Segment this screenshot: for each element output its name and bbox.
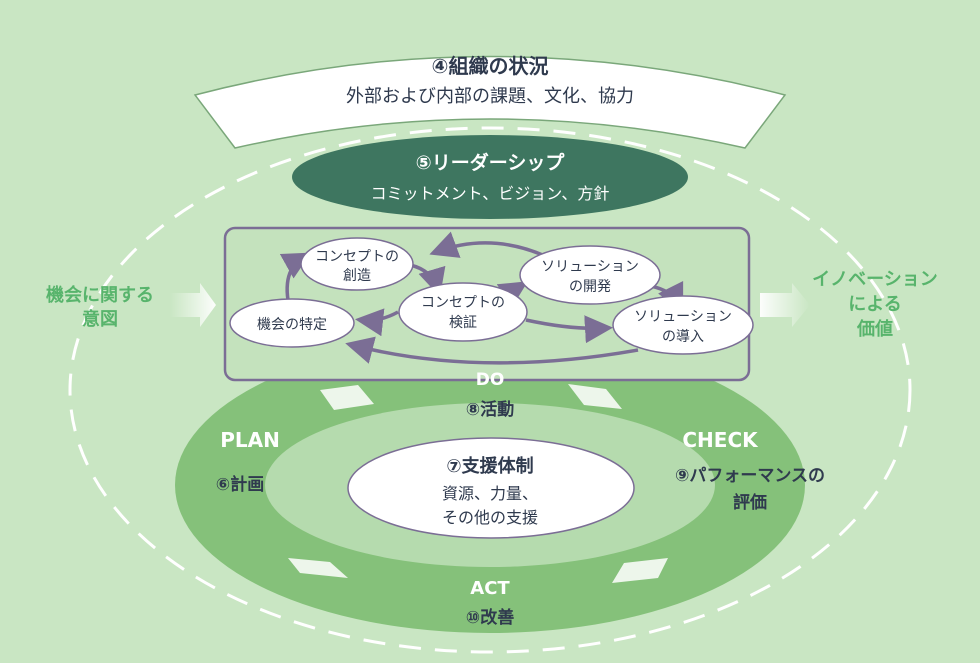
check-label: CHECK xyxy=(682,428,758,452)
flow-arrow-validate-to-identify xyxy=(355,308,399,337)
concept-creation-line1: コンセプトの xyxy=(315,249,399,265)
ring-arrow-top-left xyxy=(320,385,374,410)
org-context-subtitle: 外部および内部の課題、文化、協力 xyxy=(346,86,634,107)
concept-validation-line2: 検証 xyxy=(449,315,477,331)
concept-validation-line1: コンセプトの xyxy=(421,295,505,311)
flow-arrow-develop-to-create xyxy=(429,231,546,258)
process-opportunity-identification xyxy=(229,298,355,348)
ring-arrow-top-right xyxy=(568,384,622,409)
leadership-ellipse xyxy=(292,135,688,219)
opportunity-identification-label: 機会の特定 xyxy=(257,317,327,333)
solution-deployment-line1: ソリューション xyxy=(634,309,732,325)
leadership-subtitle: コミットメント、ビジョン、方針 xyxy=(370,184,610,203)
solution-deployment-line2: の導入 xyxy=(662,329,704,345)
plan-label: PLAN xyxy=(220,428,280,452)
intent-label-line2: 意図 xyxy=(82,309,118,330)
value-arrow xyxy=(760,283,810,327)
support-line1: 資源、力量、 xyxy=(441,484,538,503)
operation-label: ⑧活動 xyxy=(465,400,515,420)
flow-arrow-deploy-to-identify xyxy=(345,336,639,365)
process-concept-creation xyxy=(300,237,414,291)
support-title: ⑦支援体制 xyxy=(446,456,534,477)
performance-label-line1: ⑨パフォーマンスの xyxy=(674,466,826,486)
value-label-line1: イノベーション xyxy=(812,269,938,290)
process-concept-validation xyxy=(398,282,528,342)
support-line2: その他の支援 xyxy=(441,508,538,527)
solution-development-line2: の開発 xyxy=(569,279,611,295)
org-context-banner xyxy=(193,55,787,149)
do-label: DO xyxy=(475,370,505,390)
process-solution-deployment xyxy=(612,295,754,355)
support-ellipse xyxy=(347,437,635,539)
value-label-line3: 価値 xyxy=(857,319,893,340)
ring-arrow-bottom-left xyxy=(288,558,348,578)
performance-label-line2: 評価 xyxy=(733,493,767,513)
solution-development-line1: ソリューション xyxy=(541,259,639,275)
value-label-line2: による xyxy=(848,294,902,315)
flow-arrow-validate-to-deploy xyxy=(525,315,613,344)
process-solution-development xyxy=(519,245,661,305)
act-label: ACT xyxy=(470,578,510,599)
intent-arrow xyxy=(170,283,216,327)
org-context-title: ④組織の状況 xyxy=(431,54,549,78)
improvement-label: ⑩改善 xyxy=(465,608,515,628)
intent-label-line1: 機会に関する xyxy=(46,285,154,306)
planning-label: ⑥計画 xyxy=(215,475,265,495)
outer-dashed-boundary xyxy=(68,126,912,654)
leadership-title: ⑤リーダーシップ xyxy=(415,152,565,174)
ring-arrow-bottom-right xyxy=(612,558,668,583)
concept-creation-line2: 創造 xyxy=(343,268,371,284)
